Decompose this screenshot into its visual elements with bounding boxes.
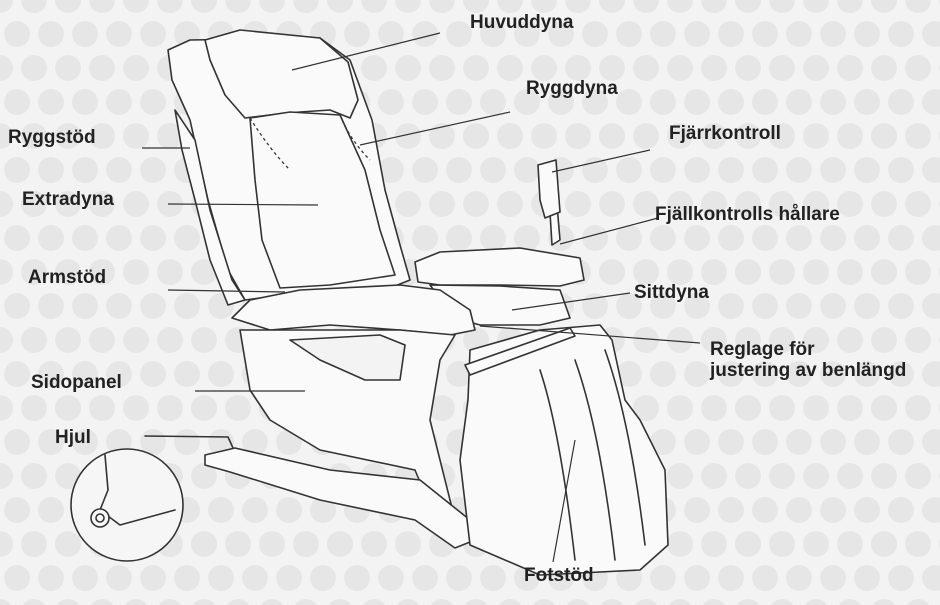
label-fjallkontrolls-hallare: Fjällkontrolls hållare: [655, 204, 840, 226]
wheel-inset: [71, 449, 183, 561]
label-fotstod: Fotstöd: [524, 565, 594, 587]
remote-control: [538, 160, 560, 218]
label-fjarrkontroll: Fjärrkontroll: [669, 123, 781, 145]
label-sittdyna: Sittdyna: [634, 282, 709, 304]
label-hjul: Hjul: [55, 427, 91, 449]
label-reglage: Reglage för justering av benlängd: [710, 339, 906, 381]
label-ryggstod: Ryggstöd: [8, 127, 96, 149]
label-sidopanel: Sidopanel: [31, 372, 122, 394]
label-reglage-line2: justering av benlängd: [710, 360, 906, 381]
label-armstod: Armstöd: [28, 267, 106, 289]
label-ryggdyna: Ryggdyna: [526, 78, 618, 100]
right-armrest: [415, 248, 584, 286]
label-huvuddyna: Huvuddyna: [470, 12, 573, 34]
label-extradyna: Extradyna: [22, 189, 114, 211]
label-reglage-line1: Reglage för: [710, 339, 906, 360]
